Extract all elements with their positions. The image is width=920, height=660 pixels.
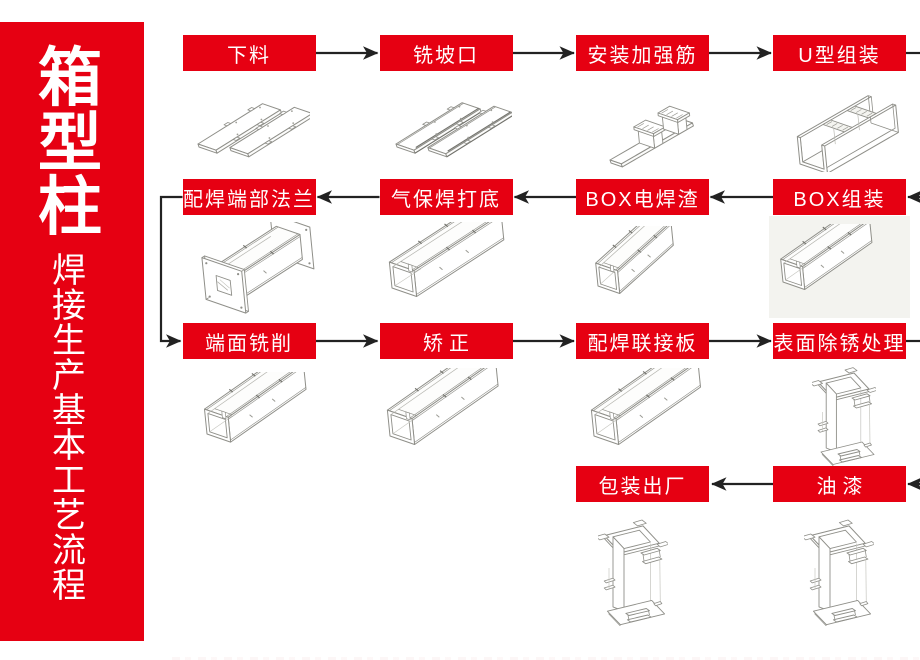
drawing-u-assembly	[796, 95, 899, 172]
step-box-gas-shielded-backing: 气保焊打底	[379, 179, 513, 215]
drawing-flanged-column	[201, 222, 315, 314]
drawing-painted-column	[804, 519, 874, 626]
step-label: 配焊联接板	[587, 332, 698, 355]
step-box-packing-shipping: 包装出厂	[576, 466, 709, 502]
banner-subtitle: 焊接生产基本工艺流程	[52, 252, 86, 605]
drawing-derusted-column	[812, 367, 876, 466]
step-label: 配焊端部法兰	[183, 188, 315, 211]
drawing-beveled-plates	[395, 102, 512, 158]
drawing-cut-plates	[197, 103, 310, 158]
step-label: U型组装	[798, 44, 881, 67]
drawing-stiffener-plate	[609, 105, 694, 168]
drawing-packed-column	[598, 519, 668, 626]
step-box-u-assembly: U型组装	[773, 35, 906, 71]
step-box-groove-milling: 铣坡口	[379, 35, 513, 71]
step-label: 下料	[227, 44, 271, 67]
step-label: 安装加强筋	[587, 44, 698, 67]
drawing-straightened-tube	[386, 368, 499, 445]
step-box-painting: 油漆	[773, 466, 906, 502]
left-banner: 箱型柱 焊接生产基本工艺流程	[0, 22, 144, 641]
step-label: 表面除锈处理	[773, 332, 906, 355]
banner-title: 箱型柱	[38, 42, 102, 243]
step-label: BOX电焊渣	[585, 188, 700, 211]
step-box-surface-derusting: 表面除锈处理	[773, 323, 906, 359]
step-label: 端面铣削	[205, 332, 293, 355]
bottom-cropped-caption	[172, 657, 920, 660]
step-box-cutting: 下料	[182, 35, 316, 71]
step-box-end-flange-welding: 配焊端部法兰	[182, 179, 316, 215]
drawing-electroslag-tube	[595, 226, 674, 294]
drawing-connection-tube	[590, 368, 701, 445]
step-label: 铣坡口	[413, 44, 479, 67]
arrow-end-flange-welding-to-end-face-milling	[159, 195, 183, 348]
step-box-end-face-milling: 端面铣削	[182, 323, 316, 359]
drawing-backing-weld-tube	[388, 222, 505, 297]
step-box-connection-plate-welding: 配焊联接板	[576, 323, 709, 359]
step-label: 包装出厂	[598, 475, 687, 498]
step-label: 气保焊打底	[391, 188, 501, 211]
step-label: BOX组装	[793, 188, 886, 211]
step-label: 油漆	[816, 475, 869, 498]
step-box-straightening: 矫正	[379, 323, 513, 359]
step-box-box-assembly: BOX组装	[773, 179, 906, 215]
step-box-install-stiffeners: 安装加强筋	[576, 35, 709, 71]
drawing-milled-tube	[204, 372, 307, 443]
drawing-box-assembled-tube	[780, 224, 873, 290]
step-label: 矫正	[423, 332, 475, 355]
step-box-box-electroslag: BOX电焊渣	[576, 179, 709, 215]
